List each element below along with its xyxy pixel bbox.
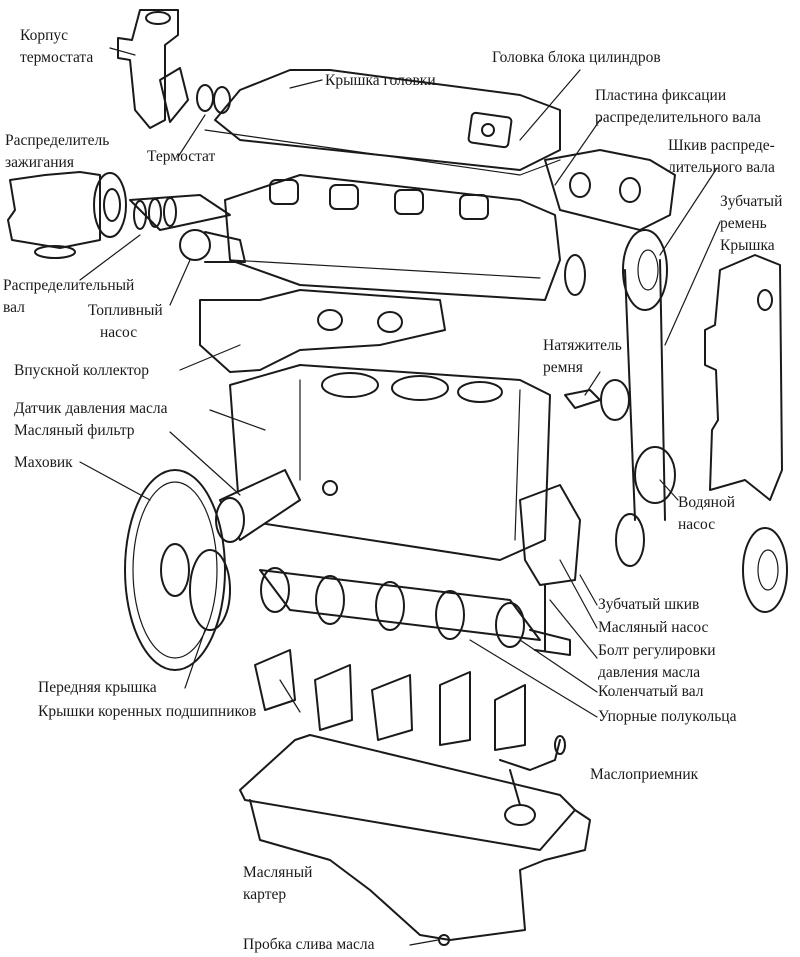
oil-pan-part	[239, 734, 591, 946]
oil-pickup-part	[499, 735, 566, 826]
label-camshaft-pulley: Шкив распреде-лительного вала	[668, 135, 775, 179]
crankshaft-part	[259, 567, 571, 656]
label-line: лительного вала	[668, 159, 775, 176]
label-oil-pickup: Маслоприемник	[590, 766, 699, 783]
oil-filter-part	[215, 469, 338, 543]
cylinder-head-part	[224, 174, 586, 301]
label-line: Топливный	[88, 302, 163, 319]
label-oil-pan: Масляный картер	[243, 862, 312, 906]
label-water-pump: Водяной насос	[678, 492, 735, 536]
label-line: Корпус	[20, 27, 68, 44]
label-line: Натяжитель	[543, 337, 622, 354]
label-line: Масляный	[243, 864, 313, 881]
label-oil-pressure-bolt: Болт регулировки давления масла	[598, 640, 716, 684]
leader-lines	[79, 47, 721, 946]
label-line: ремень	[720, 215, 767, 232]
label-drain-plug: Пробка слива масла	[243, 936, 375, 953]
label-line: вал	[3, 299, 25, 316]
label-line: распределительного вала	[595, 109, 761, 126]
label-camshaft: Распределительный вал	[3, 275, 134, 319]
label-line: Крышка	[720, 237, 775, 254]
intake-manifold-part	[199, 289, 446, 373]
label-thermostat: Термостат	[147, 148, 216, 165]
label-line: термостата	[20, 49, 94, 66]
thermostat-housing-part	[117, 9, 189, 129]
label-line: Болт регулировки	[598, 642, 716, 659]
flywheel-part	[124, 469, 231, 671]
timing-cover-part	[704, 254, 783, 501]
label-line: Пластина фиксации	[595, 87, 727, 104]
label-cylinder-head: Головка блока цилиндров	[492, 49, 661, 66]
label-line: Распределитель	[5, 132, 110, 149]
label-oil-filter: Масляный фильтр	[14, 422, 135, 439]
label-line: насос	[678, 516, 716, 533]
label-thermostat-housing: Корпус термостата	[20, 25, 93, 69]
label-front-cover: Передняя крышка	[38, 679, 157, 696]
label-intake-manifold: Впускной коллектор	[14, 362, 150, 379]
label-crankshaft: Коленчатый вал	[598, 683, 704, 700]
label-oil-pressure-sensor: Датчик давления масла	[14, 400, 168, 417]
label-line: Распределительный	[3, 277, 135, 294]
label-line: Водяной	[678, 494, 735, 511]
label-flywheel: Маховик	[14, 454, 73, 471]
label-oil-pump: Масляный насос	[598, 619, 709, 636]
label-toothed-pulley: Зубчатый шкив	[598, 596, 700, 613]
distributor-part	[7, 171, 127, 259]
camshaft-part	[129, 194, 231, 231]
label-line: Шкив распреде-	[668, 137, 775, 154]
label-line: ремня	[543, 359, 583, 376]
camshaft-plate-part	[544, 149, 676, 231]
label-line: насос	[100, 324, 138, 341]
fuel-pump-part	[179, 229, 246, 263]
label-camshaft-plate: Пластина фиксации распределительного вала	[595, 85, 761, 129]
label-line: картер	[243, 886, 287, 903]
label-thrust-washers: Упорные полукольца	[598, 708, 737, 725]
label-line: давления масла	[598, 664, 701, 681]
oil-pump-part	[519, 484, 581, 651]
timing-belt-part	[622, 229, 668, 521]
main-bearing-caps-part	[254, 649, 526, 751]
label-head-cover: Крышка головки	[325, 72, 436, 89]
label-fuel-pump: Топливный насос	[88, 300, 163, 344]
belt-tensioner-part	[564, 379, 630, 421]
label-line: Зубчатый	[720, 193, 783, 210]
label-distributor: Распределитель зажигания	[5, 130, 109, 174]
crank-pulley-part	[742, 527, 788, 613]
label-belt-tensioner: Натяжитель ремня	[543, 335, 622, 379]
label-main-bearing-caps: Крышки коренных подшипников	[38, 703, 257, 720]
label-line: зажигания	[5, 154, 74, 171]
water-pump-part	[615, 446, 676, 567]
engine-block-part	[229, 364, 551, 561]
